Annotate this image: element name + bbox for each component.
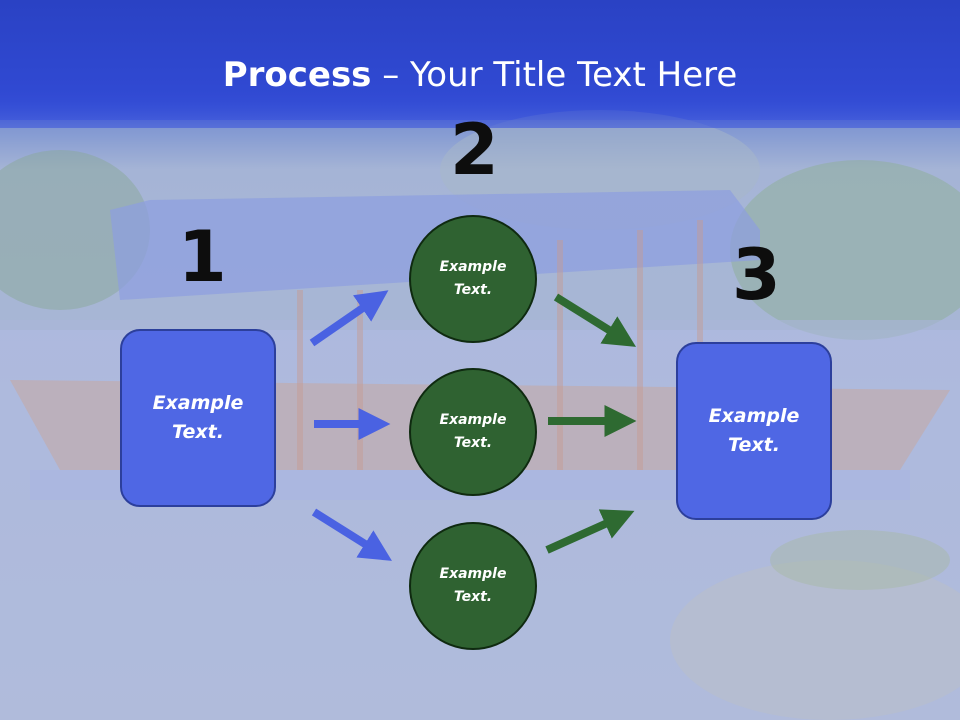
left-box: Example Text.	[120, 329, 276, 507]
title-bold-part: Process	[222, 55, 372, 95]
right-box: Example Text.	[676, 342, 832, 520]
circle-bottom-label: Example Text.	[439, 566, 507, 605]
arrow-green-down	[553, 293, 637, 347]
slide-title: Process – Your Title Text Here	[0, 54, 960, 96]
arrow-green-up	[545, 509, 635, 554]
right-box-label: Example Text.	[708, 405, 800, 456]
title-bar	[0, 0, 960, 128]
step-number-3: 3	[732, 234, 781, 316]
arrow-blue-down	[311, 508, 392, 561]
arrow-blue-up	[309, 290, 389, 347]
step-number-1: 1	[178, 216, 227, 298]
circle-top-label: Example Text.	[439, 259, 507, 298]
title-rest-part: – Your Title Text Here	[371, 55, 738, 95]
circle-top: Example Text.	[409, 215, 537, 343]
circle-middle: Example Text.	[409, 368, 537, 496]
circle-middle-label: Example Text.	[439, 412, 507, 451]
left-box-label: Example Text.	[152, 392, 244, 443]
circle-bottom: Example Text.	[409, 522, 537, 650]
step-number-2: 2	[450, 109, 499, 191]
